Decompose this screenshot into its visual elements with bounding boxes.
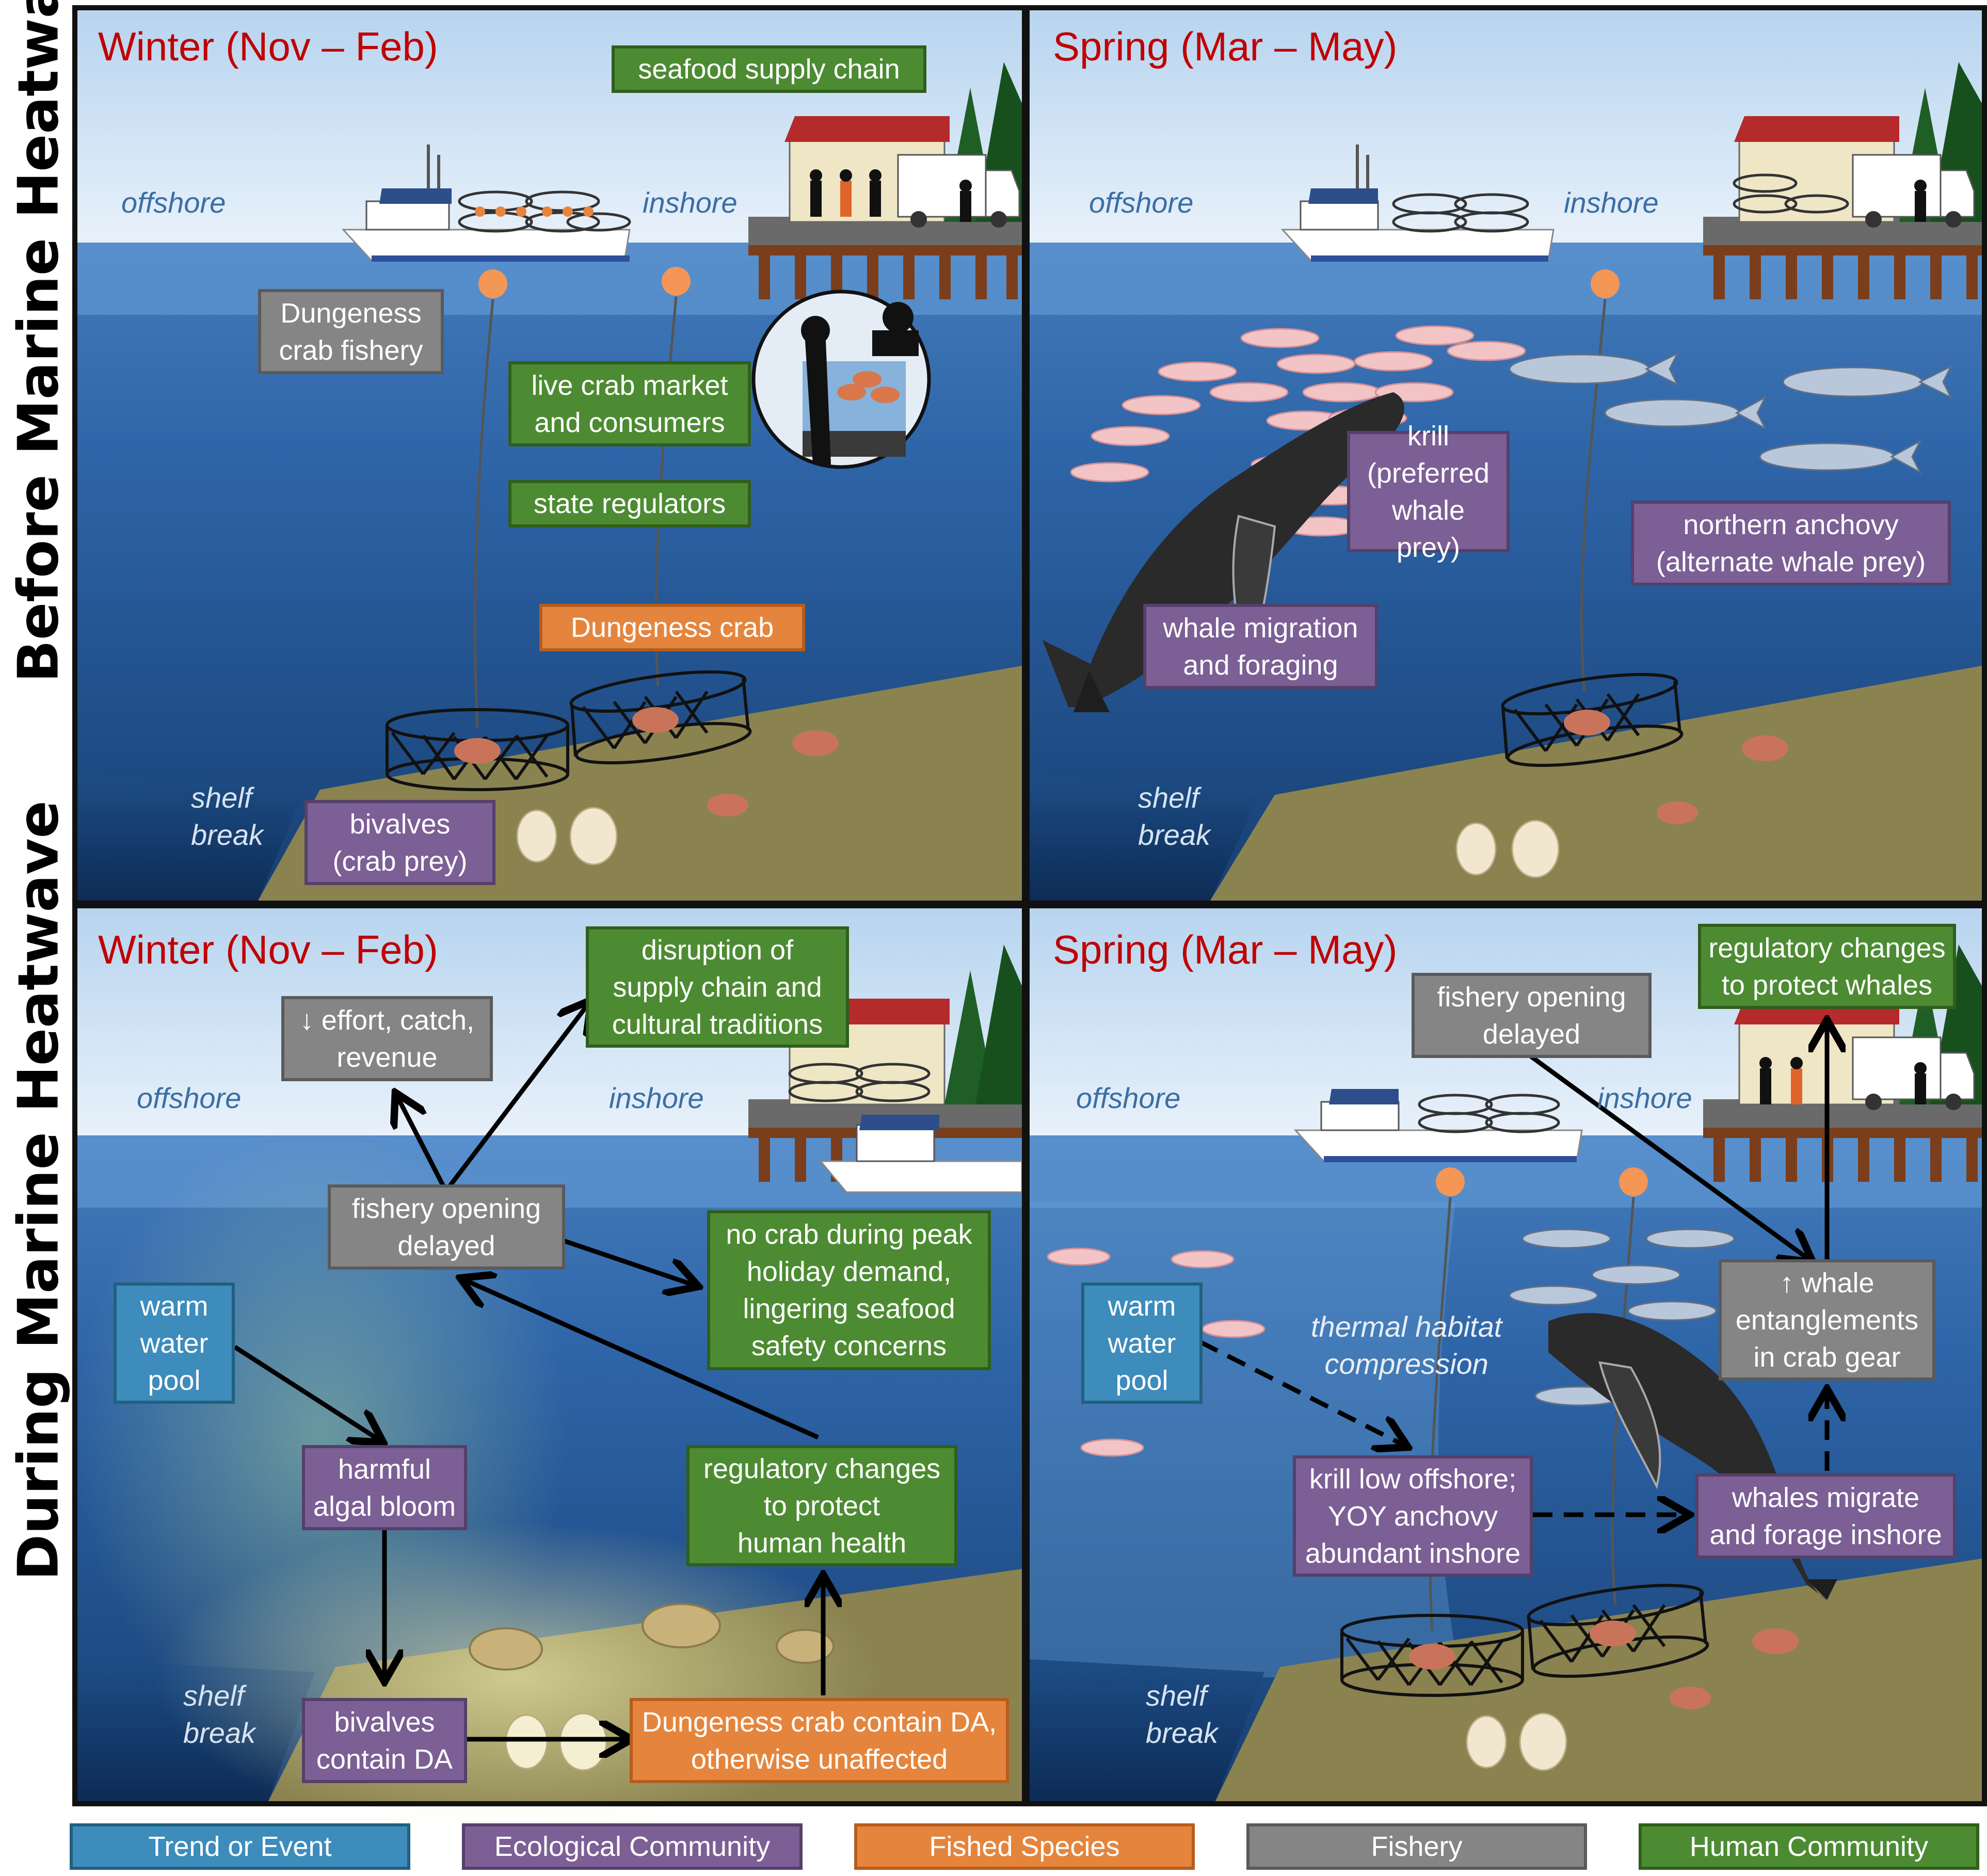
box-whale-migration: whale migration and foraging <box>1143 604 1378 689</box>
box-dungeness-crab: Dungeness crab <box>539 604 805 651</box>
box-dungeness-crab-contain-da: Dungeness crab contain DA, otherwise una… <box>630 1698 1009 1783</box>
arrows-during-spring <box>1198 1024 1827 1515</box>
zone-shelf-before-winter: shelf break <box>191 781 264 851</box>
panel-title-before-winter: Winter (Nov – Feb) <box>98 24 438 69</box>
box-fishery-opening-delayed-winter: fishery opening delayed <box>328 1184 565 1270</box>
legend-human-community: Human Community <box>1639 1823 1979 1870</box>
box-bivalves-contain-da: bivalves contain DA <box>302 1698 467 1783</box>
legend-fished-species: Fished Species <box>854 1823 1195 1870</box>
box-regulatory-protect-whales: regulatory changes to protect whales <box>1698 924 1956 1009</box>
zone-offshore-during-spring: offshore <box>1076 1082 1181 1114</box>
zone-inshore-before-winter: inshore <box>643 186 738 219</box>
row-label-during: During Marine Heatwave <box>6 800 71 1581</box>
arrows-during-winter <box>233 1004 823 1739</box>
panel-title-before-spring: Spring (Mar – May) <box>1053 24 1398 69</box>
box-state-regulators: state regulators <box>508 480 751 527</box>
panel-title-during-winter: Winter (Nov – Feb) <box>98 927 438 972</box>
row-label-before: Before Marine Heatwave <box>6 0 71 683</box>
box-bivalves-crab-prey: bivalves (crab prey) <box>305 800 495 885</box>
legend-trend-or-event: Trend or Event <box>70 1823 410 1870</box>
box-warm-water-pool-winter: warm water pool <box>114 1282 235 1404</box>
box-no-crab-holiday: no crab during peak holiday demand, ling… <box>707 1210 991 1370</box>
box-harmful-algal-bloom: harmful algal bloom <box>302 1445 467 1530</box>
box-disruption-supply-chain: disruption of supply chain and cultural … <box>586 926 849 1048</box>
label-thermal-habitat-compression: thermal habitat compression <box>1311 1310 1502 1380</box>
box-krill-preferred-prey: krill (preferred whale prey) <box>1347 421 1510 563</box>
zone-inshore-during-winter: inshore <box>609 1082 704 1114</box>
legend-fishery: Fishery <box>1246 1823 1587 1870</box>
box-live-crab-market: live crab market and consumers <box>508 361 751 446</box>
box-warm-water-pool-spring: warm water pool <box>1081 1282 1203 1404</box>
box-seafood-supply-chain: seafood supply chain <box>612 45 926 93</box>
box-regulatory-human-health: regulatory changes to protect human heal… <box>686 1445 957 1566</box>
zone-shelf-before-spring: shelf break <box>1138 781 1211 851</box>
zone-offshore-before-spring: offshore <box>1089 186 1194 219</box>
panel-before-winter <box>77 10 1022 901</box>
panel-during-winter <box>72 908 1023 1832</box>
zone-inshore-before-spring: inshore <box>1564 186 1659 219</box>
box-fishery-opening-delayed-spring: fishery opening delayed <box>1412 973 1652 1058</box>
legend-ecological-community: Ecological Community <box>462 1823 803 1870</box>
box-northern-anchovy: northern anchovy (alternate whale prey) <box>1631 501 1951 586</box>
box-whales-migrate-inshore: whales migrate and forage inshore <box>1695 1473 1956 1559</box>
panel-title-during-spring: Spring (Mar – May) <box>1053 927 1398 972</box>
box-dungeness-crab-fishery: Dungeness crab fishery <box>258 289 444 374</box>
box-krill-low-offshore: krill low offshore; YOY anchovy abundant… <box>1293 1455 1533 1577</box>
box-effort-catch-revenue: ↓ effort, catch, revenue <box>281 996 493 1081</box>
box-whale-entanglements: ↑ whale entanglements in crab gear <box>1719 1259 1935 1381</box>
panel-borders <box>72 5 1987 1806</box>
zone-shelf-during-spring: shelf break <box>1146 1679 1219 1749</box>
zone-offshore-during-winter: offshore <box>137 1082 242 1114</box>
zone-inshore-during-spring: inshore <box>1597 1082 1692 1114</box>
zone-offshore-before-winter: offshore <box>121 186 226 219</box>
zone-shelf-during-winter: shelf break <box>183 1679 256 1749</box>
